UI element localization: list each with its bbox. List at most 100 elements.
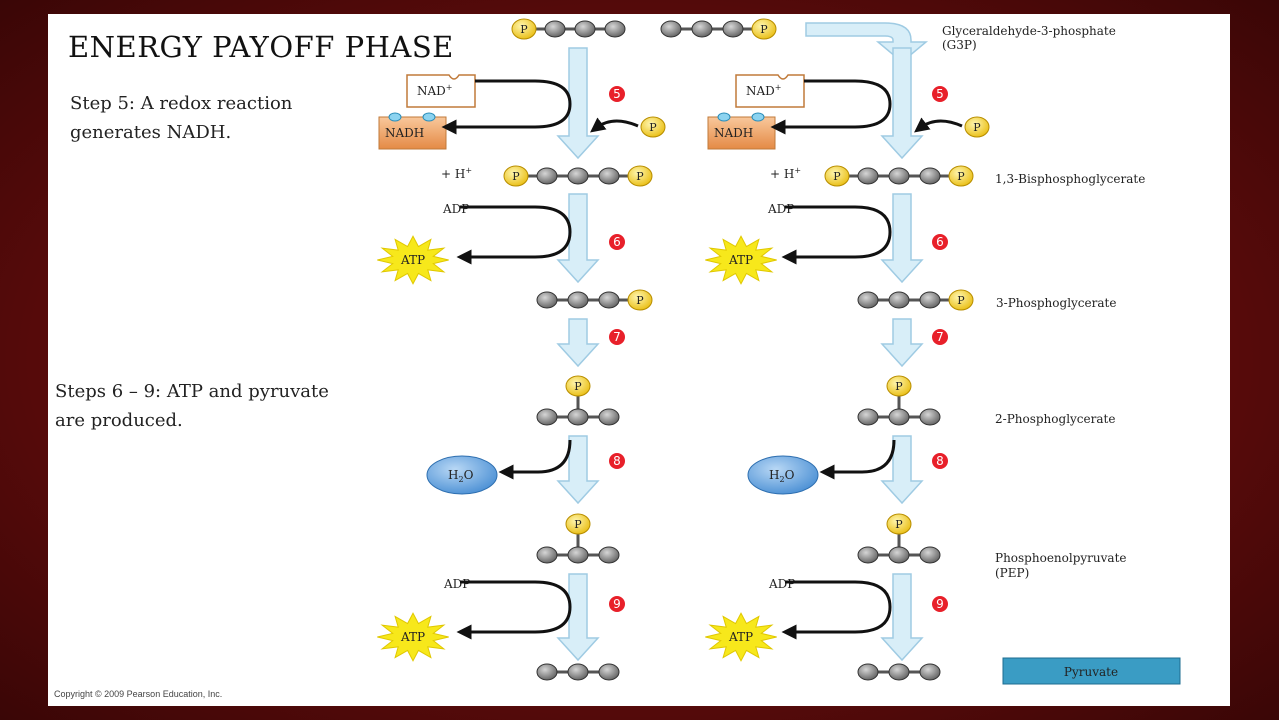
carbon-atom — [857, 408, 879, 426]
carbon-atom — [919, 408, 941, 426]
adp-label: ADP — [442, 202, 469, 216]
water-label: H2O — [448, 468, 474, 484]
left-pi-input: P — [590, 116, 666, 138]
step5-note: Step 5: A redox reaction generates NADH. — [70, 89, 292, 147]
phosphate-label: P — [760, 23, 768, 36]
right-step7-arrow — [880, 318, 924, 368]
carbon-atom — [536, 167, 558, 185]
adp-label: ADP — [768, 577, 795, 591]
carbon-atom — [857, 663, 879, 681]
step-number: 9 — [936, 597, 944, 611]
right-step9-arrow — [880, 573, 924, 662]
carbon-atom — [567, 291, 589, 309]
g3p-label-line2: (G3P) — [942, 38, 977, 52]
left-step5-arrow — [556, 47, 600, 160]
carbon-atom — [567, 663, 589, 681]
pep-label-line1: Phosphoenolpyruvate — [995, 551, 1127, 565]
step5-note-line2: generates NADH. — [70, 122, 232, 143]
carbon-atom — [919, 291, 941, 309]
phosphate-icon: P — [565, 513, 591, 535]
right-step9-curve — [781, 580, 892, 640]
carbon-atom — [888, 408, 910, 426]
h-plus-label: + H+ — [770, 166, 801, 181]
left-nadh-group: NAD+ NADH + H+ — [378, 74, 476, 181]
carbon-atom — [691, 20, 713, 38]
left-atp-step6: ATP — [377, 235, 449, 285]
phosphate-icon: P — [964, 116, 990, 138]
carbon-atom — [888, 546, 910, 564]
carbon-atom — [567, 408, 589, 426]
step-6-badge: 6 — [609, 234, 625, 250]
steps6-9-note-line2: are produced. — [55, 410, 183, 431]
step5-note-line1: Step 5: A redox reaction — [70, 93, 293, 114]
step-5-badge: 5 — [932, 86, 948, 102]
right-water: H2O — [747, 455, 819, 495]
step-number: 7 — [613, 330, 621, 344]
carbon-atom — [536, 546, 558, 564]
nadh-label: NADH — [714, 126, 753, 140]
water-label: H2O — [769, 468, 795, 484]
carbon-atom — [919, 167, 941, 185]
phosphate-label: P — [636, 294, 644, 307]
left-pyruvate-molecule — [536, 663, 620, 681]
steps6-9-note-line1: Steps 6 – 9: ATP and pyruvate — [55, 381, 329, 402]
left-pep-molecule: P — [536, 513, 620, 564]
phosphate-label: P — [512, 170, 520, 183]
phosphate-icon: P — [886, 513, 912, 535]
carbon-atom — [598, 408, 620, 426]
step-9-badge: 9 — [609, 596, 625, 612]
carbon-atom — [857, 291, 879, 309]
phosphate-label: P — [973, 121, 981, 134]
left-pg2-molecule: P — [536, 375, 620, 426]
carbon-atom — [604, 20, 626, 38]
right-step6-arrow — [880, 193, 924, 284]
carbon-atom — [660, 20, 682, 38]
carbon-atom — [888, 167, 910, 185]
right-step8-arrow — [880, 435, 924, 505]
nad-label: NAD+ — [746, 83, 782, 98]
right-step8-curve — [819, 439, 896, 480]
phosphate-label: P — [833, 170, 841, 183]
carbon-atom — [857, 167, 879, 185]
left-step6-arrow — [556, 193, 600, 284]
step-number: 8 — [613, 454, 621, 468]
phosphate-icon: P — [627, 289, 653, 311]
left-step6-curve — [456, 205, 572, 265]
nadh-label: NADH — [385, 126, 424, 140]
adp-label: ADP — [767, 202, 794, 216]
atp-label: ATP — [728, 630, 753, 644]
step-number: 8 — [936, 454, 944, 468]
right-pyruvate-molecule — [857, 663, 941, 681]
phosphate-icon: P — [948, 289, 974, 311]
phosphate-label: P — [957, 294, 965, 307]
carbon-atom — [598, 663, 620, 681]
pg2-label: 2-Phosphoglycerate — [995, 412, 1115, 426]
h-plus-label: + H+ — [441, 166, 472, 181]
right-pg3-molecule: P — [857, 289, 974, 311]
right-atp-step6: ATP — [705, 235, 777, 285]
step-number: 6 — [613, 235, 621, 249]
left-water: H2O — [426, 455, 498, 495]
phosphate-icon: P — [627, 165, 653, 187]
g3p-label-line1: Glyceraldehyde-3-phosphate — [942, 24, 1116, 38]
step-number: 7 — [936, 330, 944, 344]
step-8-badge: 8 — [932, 453, 948, 469]
bpg-label: 1,3-Bisphosphoglycerate — [995, 172, 1145, 186]
carbon-atom — [536, 291, 558, 309]
left-step8-arrow — [556, 435, 600, 505]
pyruvate-button[interactable]: Pyruvate — [1002, 657, 1181, 685]
right-atp-step9: ATP — [705, 612, 777, 662]
carbon-atom — [598, 291, 620, 309]
nad-plus-molecule: NAD+ — [735, 74, 805, 108]
left-step8-curve — [498, 439, 572, 480]
right-pi-input: P — [914, 116, 990, 138]
pyruvate-label: Pyruvate — [1064, 665, 1118, 679]
carbon-atom — [919, 663, 941, 681]
left-pg3-molecule: P — [536, 289, 653, 311]
step-number: 6 — [936, 235, 944, 249]
left-step7-arrow — [556, 318, 600, 368]
nad-label: NAD+ — [417, 83, 453, 98]
atp-label: ATP — [400, 630, 425, 644]
